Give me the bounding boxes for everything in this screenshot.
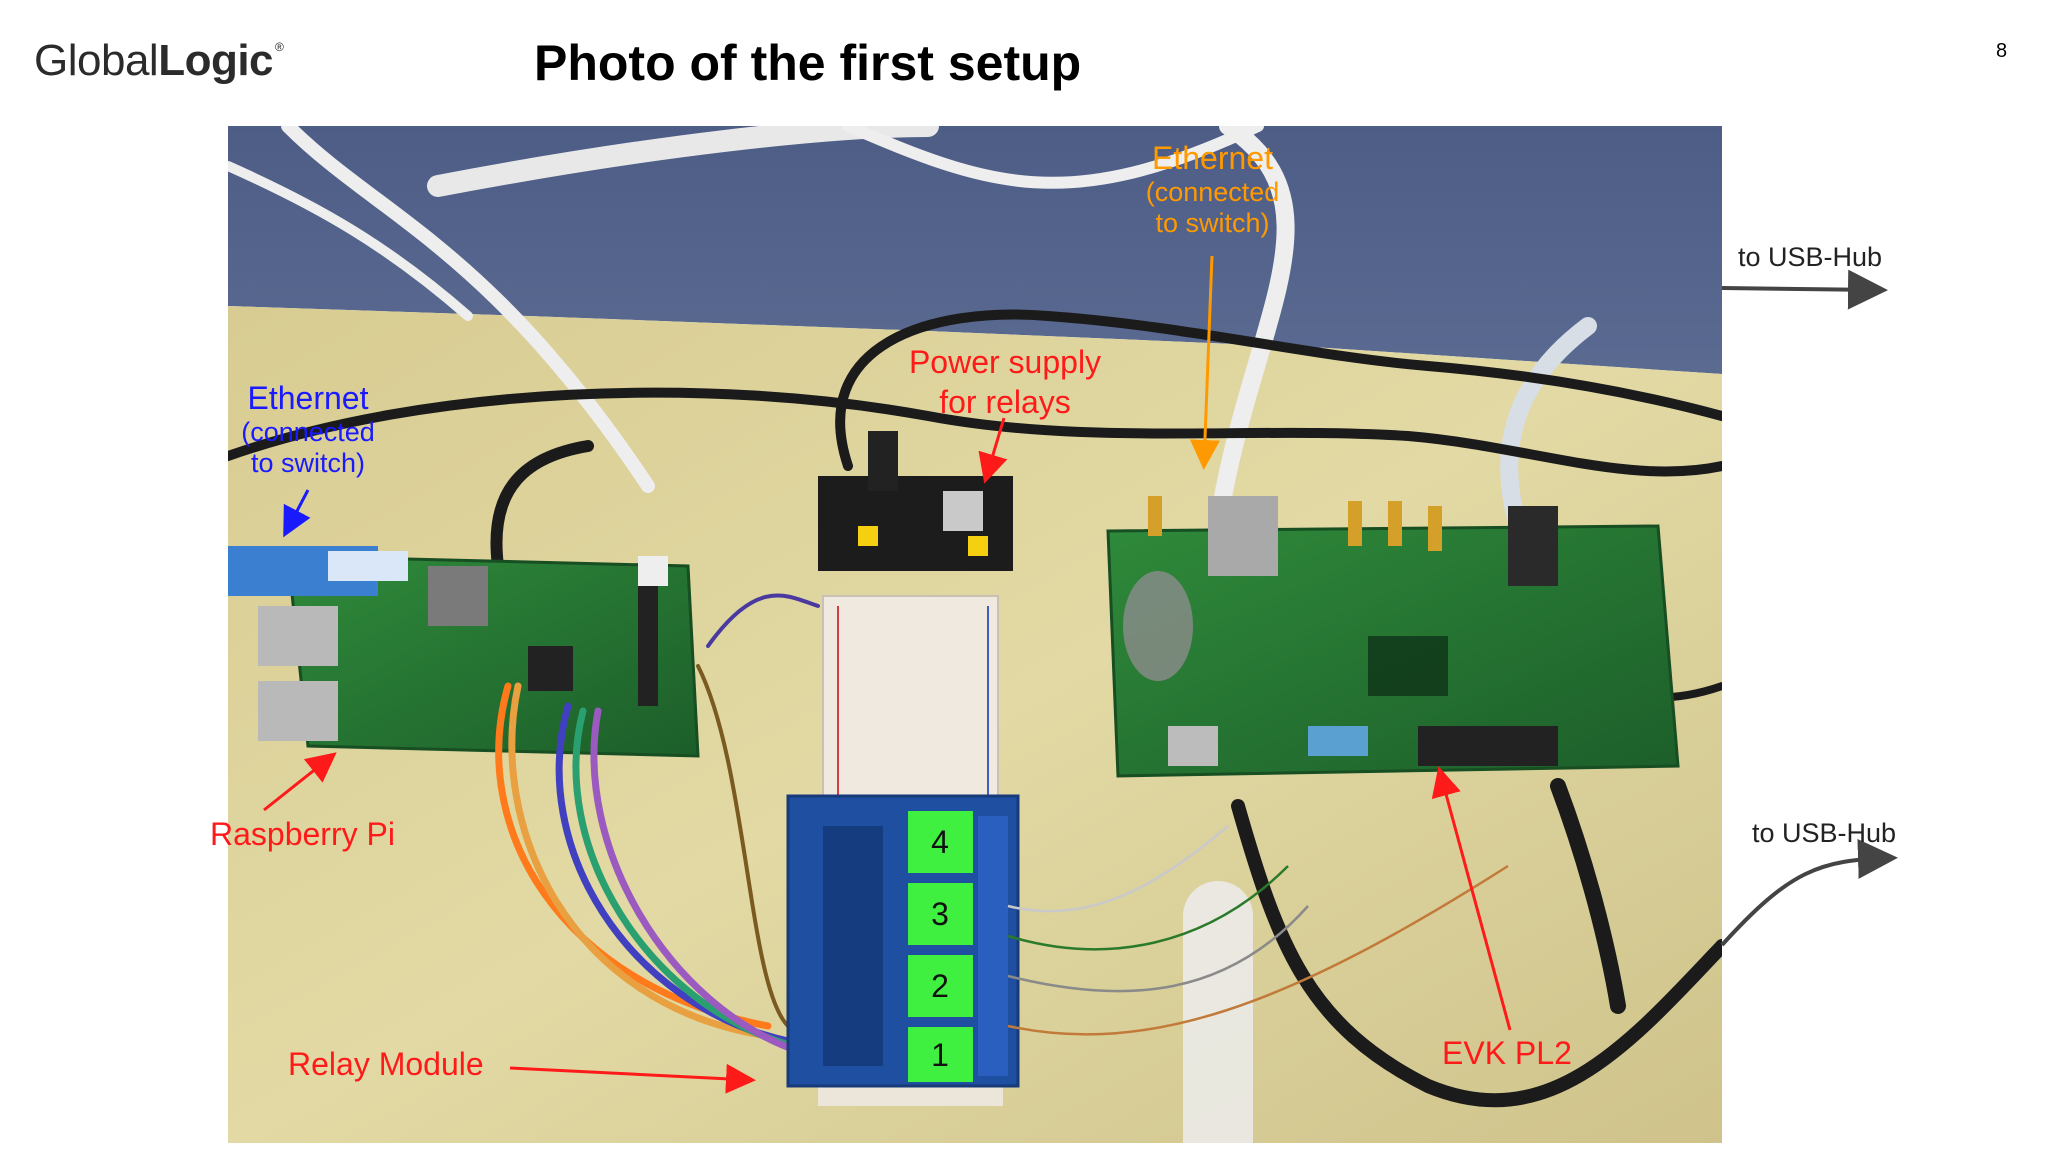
label-power-supply-line1: Power supply: [908, 344, 1102, 380]
arrow-usb-hub-top: [1721, 269, 1888, 310]
arrow-usb-hub-bottom: [1720, 838, 1898, 947]
arrow-raspberry-pi: [263, 752, 337, 812]
label-ethernet-top: Ethernet (connected to switch): [1130, 140, 1295, 239]
label-ethernet-top-title: Ethernet: [1152, 140, 1273, 176]
page-number: 8: [1996, 40, 2008, 62]
label-usb-hub-bottom: to USB-Hub: [1752, 818, 1897, 848]
label-ethernet-left: Ethernet (connected to switch): [228, 380, 388, 479]
label-ethernet-left-title: Ethernet: [247, 380, 369, 416]
evk-pl2-board: [1106, 496, 1680, 778]
relay-number: 1: [931, 1037, 949, 1073]
relay-module: 4 3 2 1: [786, 794, 1020, 1088]
black-cables: [228, 309, 1722, 1108]
label-usb-hub-top: to USB-Hub: [1738, 242, 1883, 272]
label-raspberry-pi: Raspberry Pi: [210, 816, 395, 852]
arrow-power-supply: [978, 417, 1008, 484]
label-evk-pl2: EVK PL2: [1442, 1035, 1572, 1071]
label-ethernet-top-line3: to switch): [1155, 207, 1270, 238]
logo-text-logic: Logic: [158, 36, 274, 85]
logo-trademark: ®: [275, 40, 284, 54]
wall-backdrop: [228, 126, 1722, 374]
label-power-supply-line2: for relays: [939, 384, 1071, 420]
relay-number: 4: [931, 824, 949, 860]
relay-number: 3: [931, 896, 949, 932]
relay-wires: [1007, 825, 1509, 1036]
arrow-ethernet-left: [283, 489, 311, 538]
label-relay-module: Relay Module: [288, 1046, 484, 1082]
label-ethernet-left-line2: (connected: [241, 416, 375, 447]
logo-text-global: Global: [34, 36, 159, 85]
slide-title: Photo of the first setup: [534, 35, 1082, 91]
label-ethernet-top-line2: (connected: [1145, 176, 1280, 207]
raspberry-pi-board: [228, 546, 700, 758]
ribbon-wires: [495, 593, 820, 1055]
label-ethernet-left-line3: to switch): [250, 447, 366, 478]
globallogic-logo: GlobalLogic®: [34, 36, 284, 86]
setup-photo: 4 3 2 1: [228, 126, 1722, 1143]
arrow-relay-module: [509, 1063, 756, 1094]
arrow-ethernet-top: [1189, 255, 1220, 470]
label-power-supply: Power supply for relays: [890, 342, 1120, 422]
relay-number: 2: [931, 968, 949, 1004]
arrow-evk: [1431, 766, 1512, 1031]
